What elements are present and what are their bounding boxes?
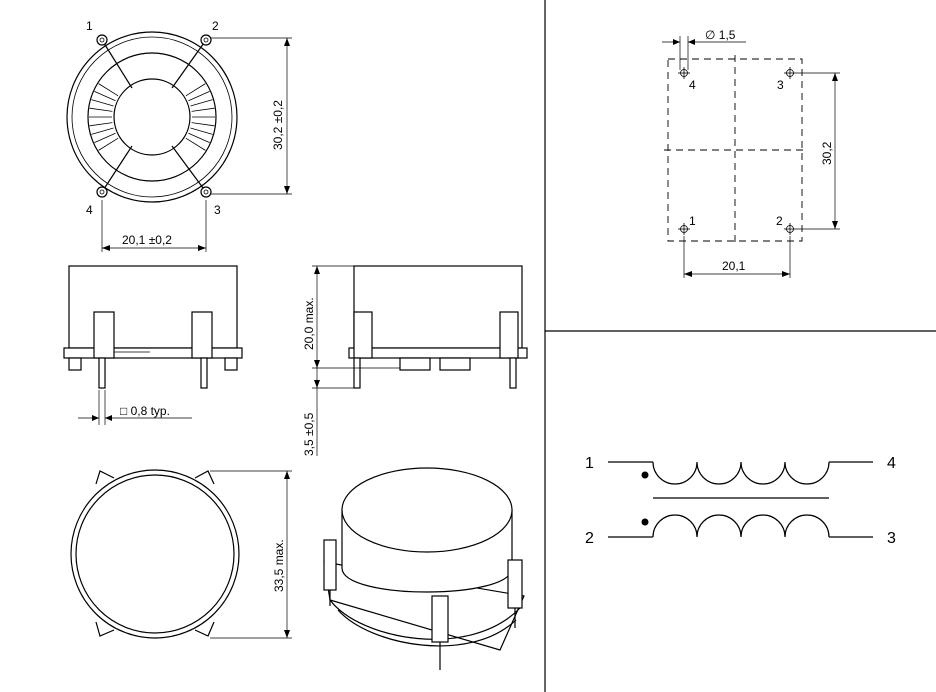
schematic-pin-label-1: 1 [585, 455, 594, 472]
footprint-pin-label-3: 3 [777, 78, 784, 92]
winding-turn [91, 99, 114, 107]
winding-turn [190, 127, 213, 135]
winding-turn [98, 83, 119, 97]
winding-turn [190, 99, 213, 107]
schematic-pin-label-2: 2 [585, 530, 594, 547]
top-pin-label-2: 2 [212, 19, 219, 33]
hole-diameter-dimension: ∅ 1,5 [705, 28, 736, 42]
top-pin-label-1: 1 [86, 19, 93, 33]
pin-size-dimension: □ 0,8 typ. [120, 404, 170, 418]
winding-turn [94, 132, 116, 143]
top-view: 1 2 3 4 20,1 ±0,2 30,2 ±0,2 [66, 19, 292, 252]
front-view: □ 0,8 typ. [63, 265, 243, 425]
top-pin-label-3: 3 [214, 203, 221, 217]
top-height-dimension: 30,2 ±0,2 [271, 100, 285, 150]
footprint-height-dimension: 30,2 [820, 141, 834, 165]
winding-turn [191, 107, 215, 112]
winding-turn [91, 127, 114, 135]
winding-turn [89, 122, 113, 127]
side-view: 20,0 max. 3,5 ±0,5 [302, 265, 528, 456]
height-max-dimension: 20,0 max. [302, 297, 316, 350]
winding-turn [98, 137, 119, 151]
isometric-view [323, 467, 525, 670]
pcb-footprint: 4 3 1 2 ∅ 1,5 20,1 30,2 [662, 28, 840, 278]
winding-turn [185, 137, 206, 151]
pin-length-dimension: 3,5 ±0,5 [302, 412, 316, 456]
winding-turn [185, 83, 206, 97]
footprint-width-dimension: 20,1 [722, 259, 746, 273]
diameter-max-dimension: 33,5 max. [272, 539, 286, 592]
schematic-symbol: 1 4 2 3 [585, 455, 896, 547]
winding-turn [188, 91, 210, 102]
winding-turn [191, 122, 215, 127]
winding-turn [89, 107, 113, 112]
bottom-view: 33,5 max. [70, 469, 292, 639]
top-width-dimension: 20,1 ±0,2 [122, 233, 172, 247]
winding-turn [94, 91, 116, 102]
polarity-dot-2 [641, 518, 649, 526]
winding-turn [188, 132, 210, 143]
top-pin-label-4: 4 [86, 203, 93, 217]
schematic-pin-label-3: 3 [887, 530, 896, 547]
polarity-dot-1 [641, 471, 649, 479]
schematic-pin-label-4: 4 [887, 455, 896, 472]
footprint-pin-label-2: 2 [776, 214, 783, 228]
footprint-pin-label-4: 4 [689, 78, 696, 92]
footprint-pin-label-1: 1 [689, 214, 696, 228]
